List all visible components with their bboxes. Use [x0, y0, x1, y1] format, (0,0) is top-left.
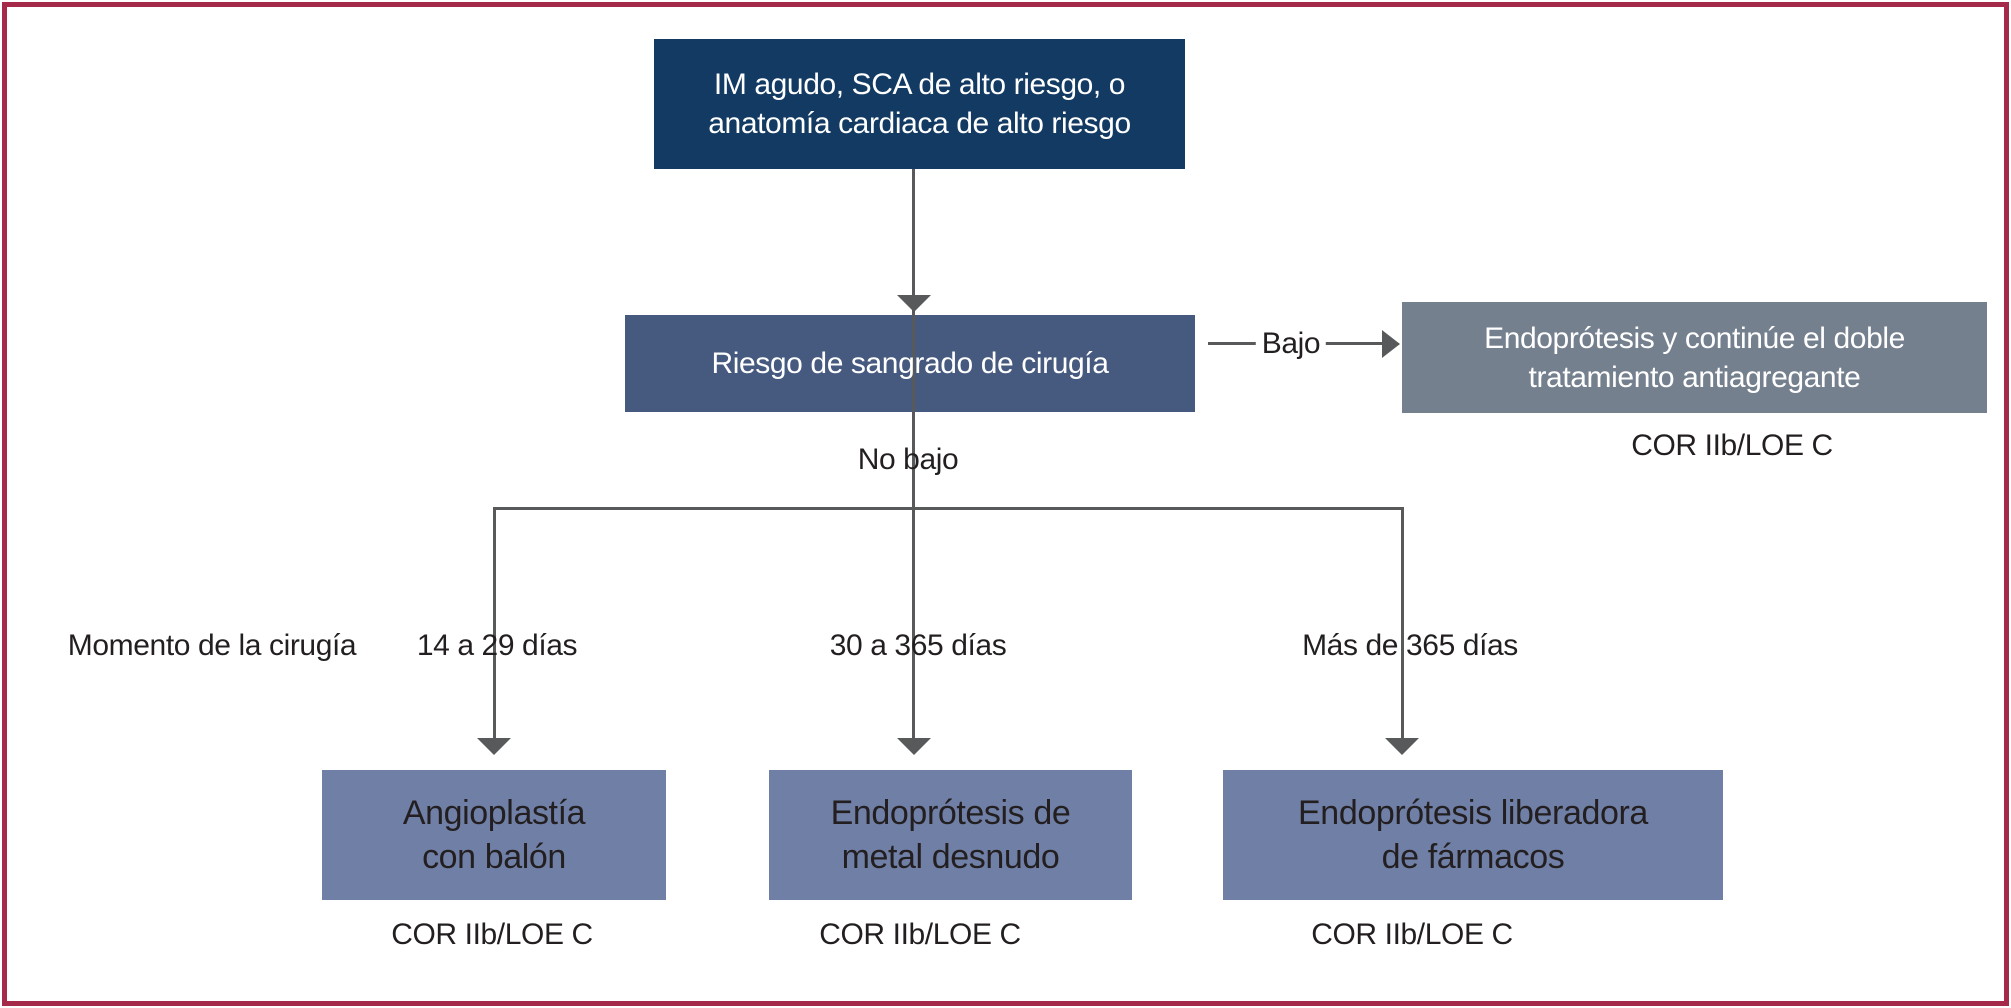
arrowhead-right-icon: [1382, 330, 1400, 358]
cor-loe-label-balloon: COR IIb/LOE C: [391, 918, 593, 951]
arrowhead-down-icon: [477, 738, 511, 755]
arrowhead-down-icon: [897, 295, 931, 312]
high-risk-condition-box: IM agudo, SCA de alto riesgo, o anatomía…: [654, 39, 1185, 169]
bare-metal-stent-text: Endoprótesis de metal desnudo: [830, 793, 1071, 876]
connector-vertical-left: [493, 508, 496, 738]
arrowhead-down-icon: [897, 738, 931, 755]
cor-loe-label-drug-eluting: COR IIb/LOE C: [1311, 918, 1513, 951]
bleeding-risk-box: Riesgo de sangrado de cirugía: [625, 315, 1195, 412]
not-low-risk-label: No bajo: [857, 443, 959, 476]
connector-vertical-right: [1401, 508, 1404, 738]
balloon-angioplasty-box: Angioplastía con balón: [322, 770, 666, 900]
cor-loe-label-bare-metal: COR IIb/LOE C: [819, 918, 1021, 951]
drug-eluting-stent-text: Endoprótesis liberadora de fármacos: [1298, 793, 1648, 876]
timing-over-365-days-label: Más de 365 días: [1302, 629, 1518, 662]
high-risk-condition-text: IM agudo, SCA de alto riesgo, o anatomía…: [708, 68, 1131, 140]
balloon-angioplasty-text: Angioplastía con balón: [402, 793, 586, 876]
bleeding-risk-text: Riesgo de sangrado de cirugía: [711, 347, 1109, 380]
cor-loe-label-stent-dapt: COR IIb/LOE C: [1631, 429, 1833, 462]
low-risk-label: Bajo: [1255, 325, 1327, 363]
timing-30-365-days-label: 30 a 365 días: [829, 629, 1007, 662]
drug-eluting-stent-box: Endoprótesis liberadora de fármacos: [1223, 770, 1723, 900]
bare-metal-stent-box: Endoprótesis de metal desnudo: [769, 770, 1132, 900]
stent-dapt-text: Endoprótesis y continúe el doble tratami…: [1484, 321, 1905, 394]
timing-14-29-days-label: 14 a 29 días: [416, 629, 578, 662]
connector-branch-horizontal: [493, 507, 1404, 510]
connector-vertical-main: [912, 169, 915, 740]
stent-dapt-box: Endoprótesis y continúe el doble tratami…: [1402, 302, 1987, 413]
surgery-timing-label: Momento de la cirugía: [67, 629, 357, 662]
arrowhead-down-icon: [1385, 738, 1419, 755]
